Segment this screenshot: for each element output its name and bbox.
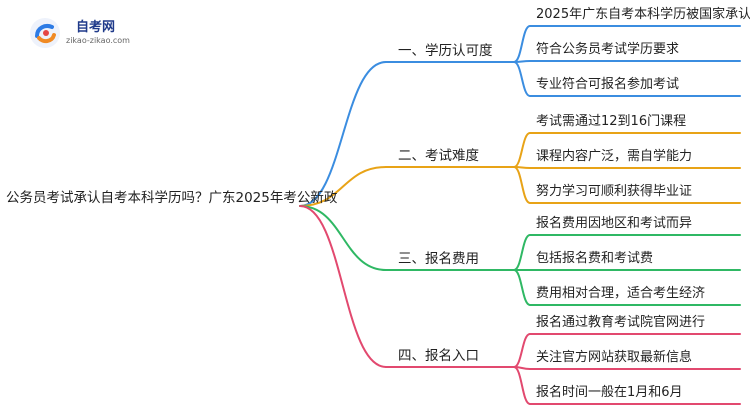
- branch-node-1[interactable]: 一、学历认可度: [398, 43, 493, 59]
- leaf-node-1-1[interactable]: 2025年广东自考本科学历被国家承认: [536, 7, 750, 22]
- branch-node-2[interactable]: 二、考试难度: [398, 148, 479, 164]
- connector-root-branch-4: [299, 205, 387, 368]
- connector-branch-4-leaf-3: [513, 366, 531, 405]
- leaf-node-3-2[interactable]: 包括报名费和考试费: [536, 251, 654, 266]
- connector-root-branch-3: [299, 205, 387, 271]
- leaf-node-4-2[interactable]: 关注官方网站获取最新信息: [536, 350, 693, 365]
- leaf-node-1-3[interactable]: 专业符合可报名参加考试: [536, 77, 680, 92]
- leaf-node-3-3[interactable]: 费用相对合理，适合考生经济: [536, 286, 706, 301]
- connector-branch-1-leaf-2: [513, 60, 531, 63]
- branch-node-4[interactable]: 四、报名入口: [398, 348, 479, 364]
- leaf-node-3-1[interactable]: 报名费用因地区和考试而异: [536, 216, 693, 231]
- leaf-node-4-3[interactable]: 报名时间一般在1月和6月: [536, 385, 683, 400]
- connector-branch-4-leaf-1: [513, 333, 531, 368]
- root-node[interactable]: 公务员考试承认自考本科学历吗？广东2025年考公新政: [6, 190, 338, 206]
- connector-branch-3-leaf-1: [513, 234, 531, 271]
- connector-branch-3-leaf-3: [513, 269, 531, 306]
- logo-icon: [30, 18, 60, 48]
- logo-subtitle: zikao-zikao.com: [66, 36, 130, 45]
- connector-branch-2-leaf-1: [513, 132, 531, 168]
- leaf-node-4-1[interactable]: 报名通过教育考试院官网进行: [536, 315, 706, 330]
- leaf-node-1-2[interactable]: 符合公务员考试学历要求: [536, 42, 680, 57]
- leaf-node-2-3[interactable]: 努力学习可顺利获得毕业证: [536, 184, 693, 199]
- connector-branch-1-leaf-3: [513, 61, 531, 97]
- leaf-node-2-1[interactable]: 考试需通过12到16门课程: [536, 114, 687, 129]
- connector-root-branch-1: [299, 61, 387, 207]
- logo-title: 自考网: [76, 20, 116, 35]
- leaf-node-2-2[interactable]: 课程内容广泛，需自学能力: [536, 149, 693, 164]
- connector-branch-1-leaf-1: [513, 25, 531, 63]
- connector-root-branch-2: [299, 166, 387, 207]
- site-logo[interactable]: 自考网 zikao-zikao.com: [28, 14, 148, 52]
- connector-branch-2-leaf-3: [513, 166, 531, 204]
- branch-node-3[interactable]: 三、报名费用: [398, 251, 479, 267]
